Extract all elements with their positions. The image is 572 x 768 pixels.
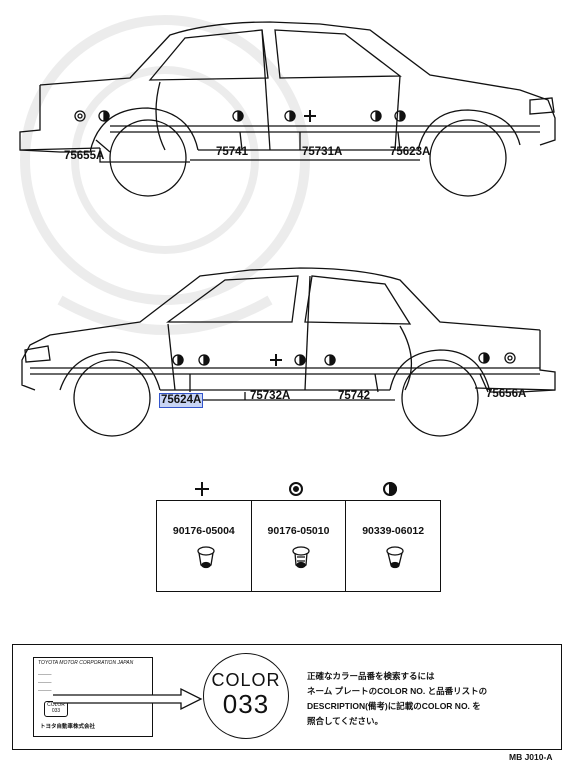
instruction-text: 正確なカラー品番を検索するには ネーム プレートのCOLOR NO. と品番リス… [307, 671, 488, 726]
clip-drawing-icon [386, 546, 404, 569]
clip-drawing-icon [197, 546, 215, 569]
part-number: 90176-05010 [267, 525, 330, 537]
part-label-75623a: 75623A [390, 146, 431, 158]
lower-car-drawing [21, 267, 556, 437]
plate-maker: トヨタ自動車株式会社 [40, 724, 96, 730]
part-cell: 90339-06012 [346, 501, 440, 591]
figure-code: MB J010-A [509, 752, 553, 762]
part-label-75742: 75742 [338, 390, 370, 402]
clip-drawing-icon [292, 546, 310, 569]
color-number-badge: COLOR 033 [203, 653, 289, 739]
clip-parts-table: 90176-05004 90176-05010 90339-06012 [156, 500, 441, 592]
part-label-75655a: 75655A [64, 150, 105, 162]
part-cell: 90176-05010 [252, 501, 347, 591]
color-number: 033 [222, 689, 270, 719]
part-label-75624a: 75624A [158, 393, 204, 408]
arrow-icon [53, 687, 203, 711]
part-label-75741: 75741 [216, 146, 248, 158]
round-clip-icon [289, 482, 303, 496]
part-number: 90176-05004 [172, 525, 235, 537]
color-note-box: TOYOTA MOTOR CORPORATION JAPAN ——— ——— —… [12, 644, 562, 750]
plate-title: TOYOTA MOTOR CORPORATION JAPAN [38, 660, 134, 666]
clip-symbols [195, 481, 397, 497]
part-label-75732a: 75732A [250, 390, 291, 402]
upper-car-drawing [19, 21, 556, 197]
plus-clip-icon [195, 482, 209, 496]
part-number: 90339-06012 [362, 525, 425, 537]
part-label-75656a: 75656A [486, 388, 527, 400]
part-label-75731a: 75731A [302, 146, 343, 158]
color-word: COLOR [211, 670, 281, 690]
part-cell: 90176-05004 [157, 501, 252, 591]
